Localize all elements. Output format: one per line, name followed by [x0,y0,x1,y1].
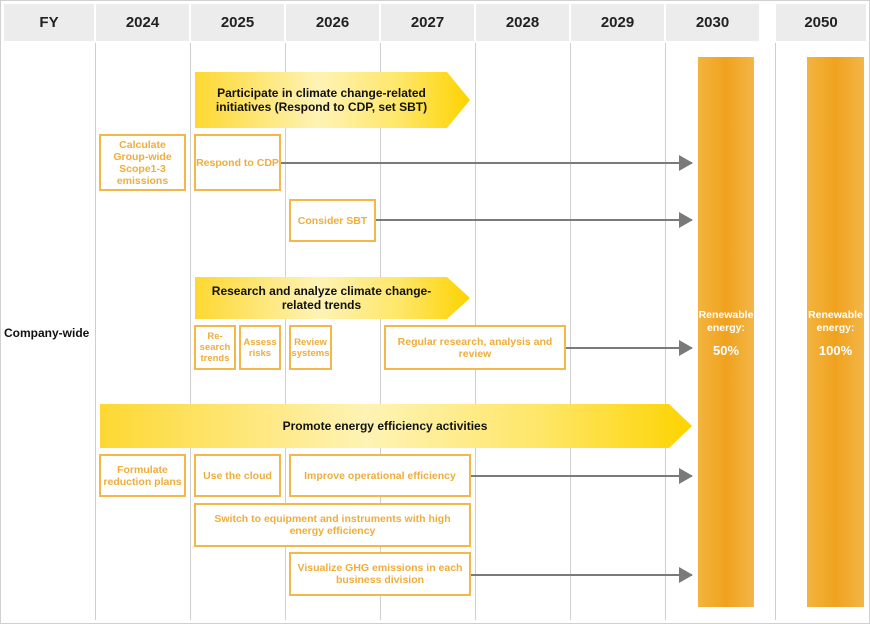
band-energy-efficiency: Promote energy efficiency activities [100,404,692,448]
arrow-research-to-2030 [566,340,693,356]
box-switch-equipment: Switch to equipment and instruments with… [194,503,471,547]
box-consider-sbt: Consider SBT [289,199,376,242]
column-2024 [95,43,190,620]
box-review-systems: Review systems [289,325,332,370]
arrow-cdp-to-2030 [281,155,693,171]
header-year-2027: 2027 [381,4,474,41]
target-2030-value: 50% [712,343,740,358]
header-year-2030: 2030 [666,4,759,41]
box-respond-cdp: Respond to CDP [194,134,281,191]
target-2050: Renewable energy: 100% [807,57,864,607]
row-label-company-wide: Company-wide [4,326,90,340]
arrow-ghg-to-2030 [471,567,693,583]
target-2050-value: 100% [818,343,853,358]
box-calculate-emissions: Calculate Group-wide Scope1-3 emissions [99,134,186,191]
arrow-operational-to-2030 [471,468,693,484]
column-2029 [570,43,665,620]
box-research-trends: Re-search trends [194,325,236,370]
target-2030: Renewable energy: 50% [698,57,754,607]
column-label [4,43,94,620]
target-2050-label: Renewable energy: [808,309,863,334]
header-year-2029: 2029 [571,4,664,41]
target-2030-label: Renewable energy: [698,309,754,334]
header-year-2050: 2050 [776,4,866,41]
box-regular-research: Regular research, analysis and review [384,325,566,370]
box-formulate-plans: Formulate reduction plans [99,454,186,497]
band-research: Research and analyze climate change-rela… [195,277,470,319]
arrow-sbt-to-2030 [376,212,693,228]
header-year-2026: 2026 [286,4,379,41]
box-use-cloud: Use the cloud [194,454,281,497]
header-year-2025: 2025 [191,4,284,41]
header-year-2024: 2024 [96,4,189,41]
header-year-2028: 2028 [476,4,569,41]
header-fy: FY [4,4,94,41]
box-assess-risks: Assess risks [239,325,281,370]
box-visualize-ghg: Visualize GHG emissions in each business… [289,552,471,596]
box-operational-efficiency: Improve operational efficiency [289,454,471,497]
band-initiatives: Participate in climate change-related in… [195,72,470,128]
